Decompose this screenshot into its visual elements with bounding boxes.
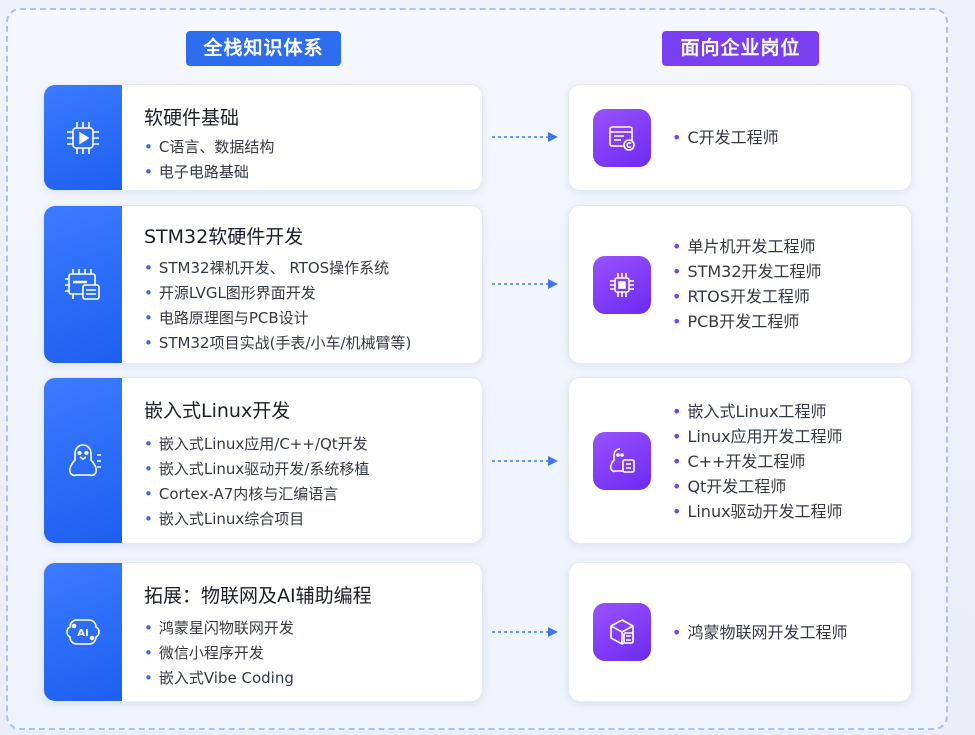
skill-item: 鸿蒙星闪物联网开发 xyxy=(144,616,294,641)
skill-item: C语言、数据结构 xyxy=(144,135,274,160)
linux-penguin-icon xyxy=(69,443,101,476)
skill-item: 嵌入式Linux驱动开发/系统移植 xyxy=(144,457,369,482)
skill-title: 嵌入式Linux开发 xyxy=(144,400,291,422)
skill-card-linux: 嵌入式Linux开发 嵌入式Linux应用/C++/Qt开发 嵌入式Linux驱… xyxy=(43,377,483,544)
role-icon-tile xyxy=(593,108,651,167)
header-job-positions: 面向企业岗位 xyxy=(662,31,819,66)
role-item: C++开发工程师 xyxy=(672,449,843,474)
processor-icon xyxy=(610,272,634,297)
svg-text:AI: AI xyxy=(77,628,88,639)
skill-icon-band: AI xyxy=(44,563,122,701)
role-item: RTOS开发工程师 xyxy=(672,284,822,309)
dashed-arrow-icon xyxy=(492,132,558,142)
role-item: Linux驱动开发工程师 xyxy=(672,499,842,524)
role-card-stm32: 单片机开发工程师 STM32开发工程师 RTOS开发工程师 PCB开发工程师 xyxy=(568,205,912,364)
role-card-linux: 嵌入式Linux工程师 Linux应用开发工程师 C++开发工程师 Qt开发工程… xyxy=(568,377,912,544)
role-item: C开发工程师 xyxy=(672,125,778,150)
skill-icon-band xyxy=(44,378,122,543)
role-item: 鸿蒙物联网开发工程师 xyxy=(672,620,847,645)
skill-list: C语言、数据结构 电子电路基础 xyxy=(144,135,274,185)
role-item: PCB开发工程师 xyxy=(672,309,822,334)
role-icon-tile xyxy=(593,255,651,314)
skill-card-iot-ai: AI 拓展：物联网及AI辅助编程 鸿蒙星闪物联网开发 微信小程序开发 嵌入式Vi… xyxy=(43,562,483,702)
skill-card-basics: 软硬件基础 C语言、数据结构 电子电路基础 xyxy=(43,84,483,191)
skill-item: STM32裸机开发、 RTOS操作系统 xyxy=(144,256,411,281)
skill-item: Cortex-A7内核与汇编语言 xyxy=(144,482,369,507)
role-item: STM32开发工程师 xyxy=(672,259,821,284)
skill-icon-band xyxy=(44,206,122,363)
role-card-c: C开发工程师 xyxy=(568,84,912,191)
skill-item: 微信小程序开发 xyxy=(144,641,294,666)
skill-item: 嵌入式Linux综合项目 xyxy=(144,507,369,532)
skill-list: 鸿蒙星闪物联网开发 微信小程序开发 嵌入式Vibe Coding xyxy=(144,616,294,691)
role-list: 单片机开发工程师 STM32开发工程师 RTOS开发工程师 PCB开发工程师 xyxy=(672,234,822,334)
role-item: Qt开发工程师 xyxy=(672,474,843,499)
role-item: 嵌入式Linux工程师 xyxy=(672,399,843,424)
skill-icon-band xyxy=(44,85,122,190)
dashed-arrow-icon xyxy=(492,456,558,466)
skill-item: 开源LVGL图形界面开发 xyxy=(144,281,411,306)
ai-brain-icon: AI xyxy=(66,619,100,645)
skill-title: STM32软硬件开发 xyxy=(144,226,304,248)
role-icon-tile xyxy=(593,431,651,490)
skill-title: 拓展：物联网及AI辅助编程 xyxy=(144,585,372,607)
skill-list: STM32裸机开发、 RTOS操作系统 开源LVGL图形界面开发 电路原理图与P… xyxy=(144,256,412,356)
role-list: 鸿蒙物联网开发工程师 xyxy=(672,620,847,645)
header-knowledge-system: 全栈知识体系 xyxy=(186,31,341,66)
role-list: C开发工程师 xyxy=(672,125,778,150)
role-icon-tile xyxy=(593,603,651,661)
skill-item: STM32项目实战(手表/小车/机械臂等) xyxy=(144,331,412,356)
role-card-iot: 鸿蒙物联网开发工程师 xyxy=(568,562,912,702)
role-item: Linux应用开发工程师 xyxy=(672,424,842,449)
role-list: 嵌入式Linux工程师 Linux应用开发工程师 C++开发工程师 Qt开发工程… xyxy=(672,399,843,524)
skill-item: 嵌入式Linux应用/C++/Qt开发 xyxy=(144,432,369,457)
dashed-arrow-icon xyxy=(492,627,558,637)
skill-item: 电路原理图与PCB设计 xyxy=(144,306,411,331)
skill-card-stm32: STM32软硬件开发 STM32裸机开发、 RTOS操作系统 开源LVGL图形界… xyxy=(43,205,483,364)
skill-list: 嵌入式Linux应用/C++/Qt开发 嵌入式Linux驱动开发/系统移植 Co… xyxy=(144,432,369,532)
role-item: 单片机开发工程师 xyxy=(672,234,822,259)
penguin-icon xyxy=(609,447,635,473)
skill-title: 软硬件基础 xyxy=(144,107,240,129)
chip-play-icon xyxy=(67,121,99,154)
skill-item: 电子电路基础 xyxy=(144,160,274,185)
dashed-arrow-icon xyxy=(492,279,558,289)
iot-cube-icon xyxy=(610,619,634,645)
skill-item: 嵌入式Vibe Coding xyxy=(144,666,294,691)
code-window-icon xyxy=(609,125,635,151)
stm32-chip-icon xyxy=(65,268,100,300)
